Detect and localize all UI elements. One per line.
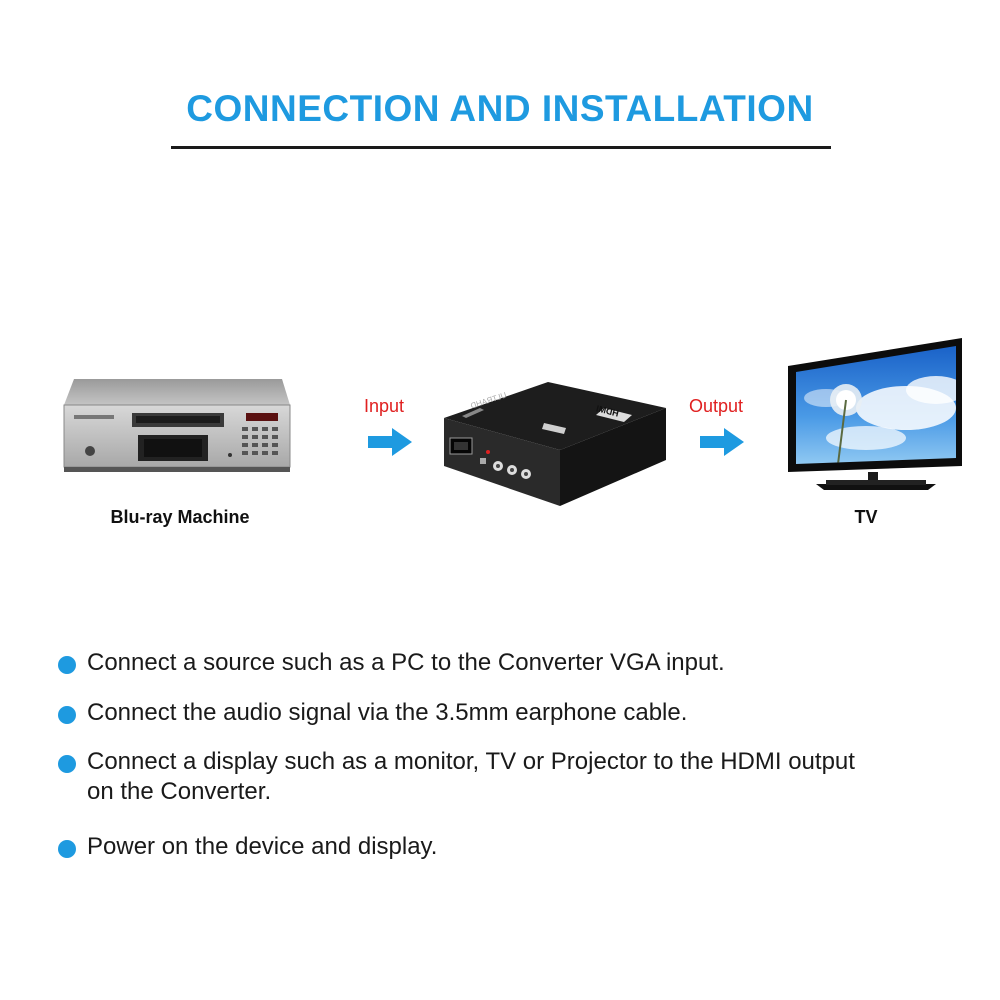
input-arrow-icon	[368, 428, 412, 456]
hdmi-converter-image: HDMI ULTRAHD	[436, 378, 670, 510]
step-text: Connect a source such as a PC to the Con…	[87, 649, 725, 676]
bluray-machine-image	[60, 375, 292, 475]
tv-label: TV	[854, 507, 878, 527]
step-text: Connect the audio signal via the 3.5mm e…	[87, 699, 688, 726]
bullet-dot-icon	[58, 706, 76, 724]
page-title: CONNECTION AND INSTALLATION	[186, 88, 814, 129]
bullet-dot-icon	[58, 656, 76, 674]
step-text: Connect a display such as a monitor, TV …	[87, 748, 855, 805]
output-arrow-icon	[700, 428, 744, 456]
bullet-dot-icon	[58, 755, 76, 773]
bluray-machine-label: Blu-ray Machine	[110, 507, 250, 527]
tv-image	[786, 338, 968, 498]
input-label: Input	[364, 396, 405, 416]
output-label: Output	[689, 396, 744, 416]
bullet-dot-icon	[58, 840, 76, 858]
step-text: Power on the device and display.	[87, 833, 438, 860]
title-underline	[171, 146, 831, 149]
